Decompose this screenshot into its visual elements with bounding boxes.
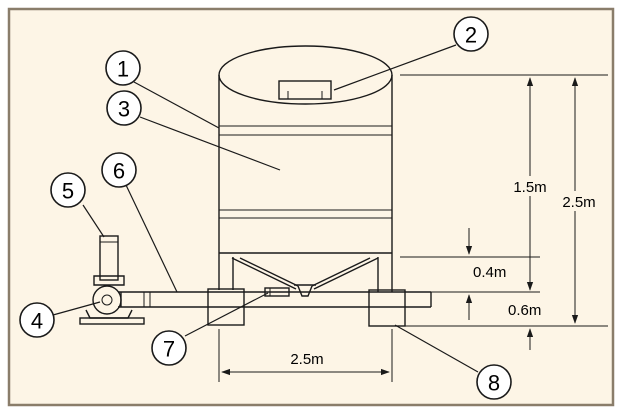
callout-4-label: 4 xyxy=(31,309,43,334)
leader-6 xyxy=(125,184,178,293)
support-legs xyxy=(218,257,393,292)
pipeline xyxy=(118,291,432,308)
callout-3-label: 3 xyxy=(118,97,130,122)
pump xyxy=(79,235,145,325)
storage-tank xyxy=(218,45,393,257)
callout-2: 2 xyxy=(453,16,489,52)
leader-8 xyxy=(394,324,479,373)
leader-4 xyxy=(52,301,101,316)
valve-body xyxy=(264,287,290,297)
leader-lines xyxy=(52,44,479,373)
dim-label-tank-height: 1.5m xyxy=(513,179,546,196)
dim-label-width: 2.5m xyxy=(290,351,323,368)
dim-label-bg-1 xyxy=(506,176,556,196)
pump-motor-shaft xyxy=(99,235,119,281)
leader-5 xyxy=(82,204,105,238)
tank-top-rim xyxy=(218,45,393,105)
callout-1: 1 xyxy=(105,50,141,86)
callout-7-label: 7 xyxy=(163,337,175,362)
drawing-frame xyxy=(7,7,615,407)
pump-base-plate xyxy=(79,317,145,325)
cone-right-outer xyxy=(313,257,379,290)
callout-6: 6 xyxy=(101,152,137,188)
callout-2-label: 2 xyxy=(465,23,477,48)
dim-label-cone-height: 0.4m xyxy=(473,264,506,281)
callout-5-label: 5 xyxy=(62,179,74,204)
callout-8: 8 xyxy=(476,364,512,400)
dim-label-leg-height: 0.6m xyxy=(508,302,541,319)
dim-label-bg-2 xyxy=(553,191,605,211)
leader-3 xyxy=(139,116,281,171)
dim-label-total-height: 2.5m xyxy=(562,194,595,211)
leader-1 xyxy=(133,81,220,129)
right-footing xyxy=(368,289,406,327)
leader-7 xyxy=(184,292,269,337)
callout-7: 7 xyxy=(151,330,187,366)
pump-flange xyxy=(93,275,125,286)
left-footing xyxy=(207,288,245,326)
callout-5: 5 xyxy=(50,172,86,208)
cone-left-inner xyxy=(239,257,299,287)
inlet-hatch xyxy=(278,80,332,100)
cone-left-outer xyxy=(231,257,297,290)
callout-3: 3 xyxy=(106,90,142,126)
leader-2 xyxy=(333,44,457,91)
hopper-cone xyxy=(231,257,379,297)
callout-6-label: 6 xyxy=(113,159,125,184)
pump-impeller xyxy=(101,294,113,306)
callout-4: 4 xyxy=(19,302,55,338)
cone-right-inner xyxy=(311,257,371,287)
callout-1-label: 1 xyxy=(117,57,129,82)
cone-outlet-neck xyxy=(297,285,313,297)
callout-8-label: 8 xyxy=(488,371,500,396)
valve xyxy=(264,287,290,297)
